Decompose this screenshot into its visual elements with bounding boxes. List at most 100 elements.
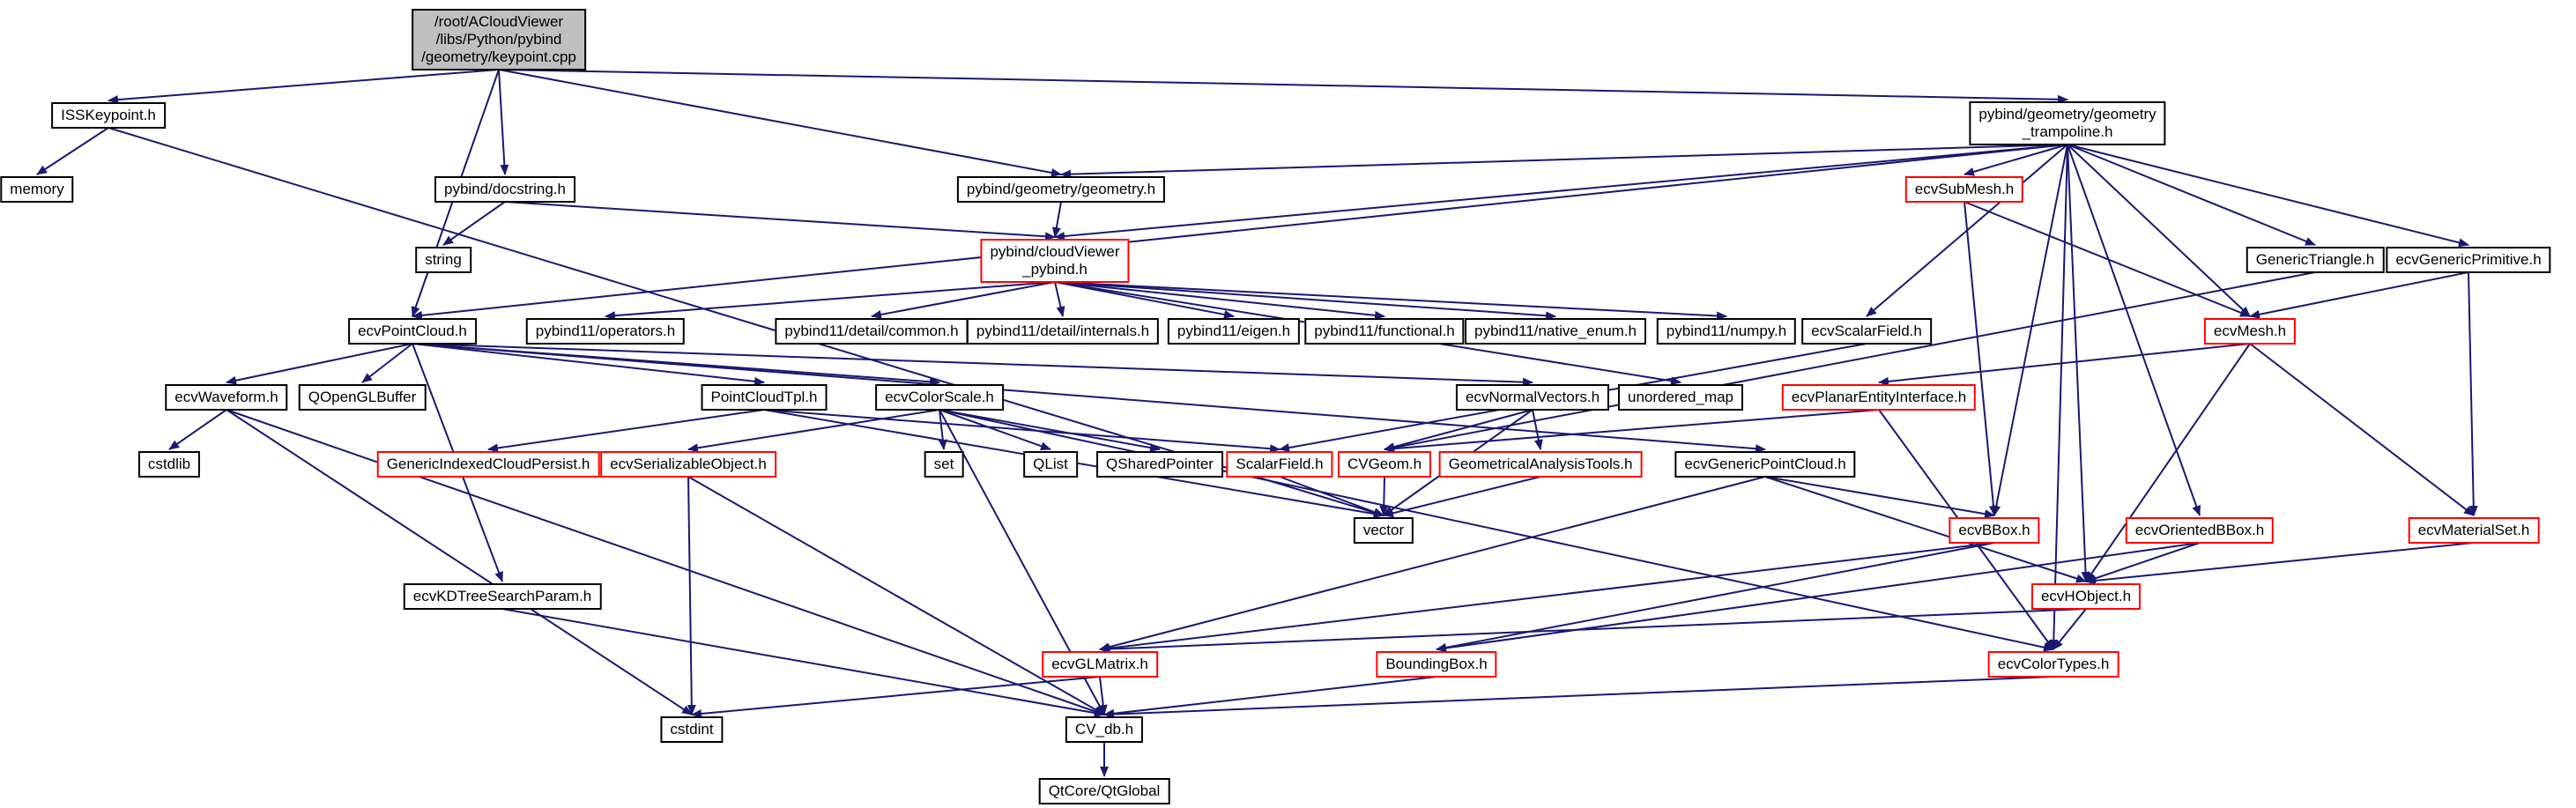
- node-cvgeom[interactable]: CVGeom.h: [1337, 451, 1432, 478]
- include-edge-trampoline-to-pybind: [1054, 144, 2068, 241]
- node-native_enum[interactable]: pybind11/native_enum.h: [1465, 318, 1646, 345]
- node-isskeypoint[interactable]: ISSKeypoint.h: [51, 102, 166, 129]
- include-edge-genericpointcloud-to-glmatrix: [1099, 476, 1766, 652]
- include-edge-isskeypoint-to-vector: [108, 127, 1385, 517]
- node-colortypes[interactable]: ecvColorTypes.h: [1987, 651, 2119, 678]
- node-bbox[interactable]: ecvBBox.h: [1949, 517, 2040, 544]
- node-memory[interactable]: memory: [0, 176, 74, 203]
- include-edge-keypoint_cpp-to-docstring: [498, 69, 509, 175]
- include-edge-boundingbox-to-cvdb: [1103, 676, 1437, 718]
- node-functional[interactable]: pybind11/functional.h: [1304, 318, 1465, 345]
- node-geomtools[interactable]: GeometricalAnalysisTools.h: [1438, 451, 1643, 478]
- include-edge-trampoline-to-ecvsubmesh: [1964, 144, 2068, 176]
- node-pointcloudtpl[interactable]: PointCloudTpl.h: [701, 384, 828, 411]
- node-vector[interactable]: vector: [1353, 517, 1414, 544]
- include-edge-pybind-to-common: [871, 281, 1056, 319]
- include-edge-trampoline-to-genericprimitive: [2067, 144, 2469, 248]
- include-edge-genericprimitive-to-mesh: [2249, 271, 2469, 319]
- include-edge-docstring-to-string: [442, 201, 506, 246]
- include-edge-bbox-to-glmatrix: [1099, 542, 1995, 653]
- include-edge-mesh-to-hobject: [2085, 343, 2251, 582]
- node-scalarfield[interactable]: ScalarField.h: [1226, 451, 1333, 478]
- node-cstdint[interactable]: cstdint: [660, 716, 724, 743]
- node-kdtree[interactable]: ecvKDTreeSearchParam.h: [403, 583, 602, 610]
- include-edge-orientedbbox-to-hobject: [2085, 542, 2201, 583]
- include-edge-genericprimitive-to-materialset: [2468, 271, 2478, 516]
- node-glmatrix[interactable]: ecvGLMatrix.h: [1042, 651, 1158, 678]
- include-edge-bbox-to-boundingbox: [1436, 542, 1995, 652]
- include-edge-waveform-to-cstdlib: [168, 409, 227, 450]
- node-common[interactable]: pybind11/detail/common.h: [775, 318, 969, 345]
- include-edge-colortypes-to-cvdb: [1103, 676, 2054, 719]
- node-pointcloud[interactable]: ecvPointCloud.h: [348, 318, 477, 345]
- node-eigen[interactable]: pybind11/eigen.h: [1167, 318, 1301, 345]
- node-docstring[interactable]: pybind/docstring.h: [434, 176, 575, 203]
- node-boundingbox[interactable]: BoundingBox.h: [1376, 651, 1497, 678]
- node-cstdlib[interactable]: cstdlib: [137, 451, 201, 478]
- node-unordered_map[interactable]: unordered_map: [1617, 384, 1744, 411]
- node-set[interactable]: set: [924, 451, 964, 478]
- include-edge-pointcloud-to-pointcloudtpl: [412, 343, 765, 386]
- node-op[interactable]: pybind11/operators.h: [525, 318, 686, 345]
- include-edge-glmatrix-to-cstdint: [691, 676, 1101, 718]
- node-genericpointcloud[interactable]: ecvGenericPointCloud.h: [1674, 451, 1856, 478]
- node-materialset[interactable]: ecvMaterialSet.h: [2408, 517, 2540, 544]
- node-qopenglbuffer[interactable]: QOpenGLBuffer: [298, 384, 427, 411]
- include-edge-hobject-to-glmatrix: [1099, 608, 2087, 654]
- include-edge-materialset-to-hobject: [2085, 542, 2475, 585]
- include-edge-pointcloud-to-waveform: [226, 343, 413, 385]
- node-cvdb[interactable]: CV_db.h: [1065, 716, 1144, 743]
- include-edge-genericpointcloud-to-hobject: [1764, 476, 2087, 583]
- node-qsharedpointer[interactable]: QSharedPointer: [1096, 451, 1223, 478]
- node-pybind[interactable]: pybind/cloudViewer _pybind.h: [980, 239, 1130, 283]
- node-numpy[interactable]: pybind11/numpy.h: [1656, 318, 1797, 345]
- include-edge-pybind-to-native_enum: [1054, 281, 1556, 321]
- include-edge-generictriangle-to-cvgeom: [1384, 271, 2316, 452]
- include-edge-glmatrix-to-cvdb: [1098, 676, 1108, 715]
- include-edge-pybind-to-eigen: [1054, 281, 1235, 319]
- include-edge-geomtools-to-vector: [1383, 476, 1541, 518]
- include-edge-keypoint_cpp-to-isskeypoint: [108, 69, 500, 105]
- node-qtglobal[interactable]: QtCore/QtGlobal: [1038, 778, 1170, 804]
- include-edge-pybind-to-op: [605, 281, 1056, 321]
- include-edge-mesh-to-planarentity: [1878, 343, 2251, 386]
- node-internals[interactable]: pybind11/detail/internals.h: [966, 318, 1160, 345]
- include-edge-normalvectors-to-cvgeom: [1384, 409, 1533, 451]
- node-waveform[interactable]: ecvWaveform.h: [165, 384, 288, 411]
- node-planarentity[interactable]: ecvPlanarEntityInterface.h: [1781, 384, 1977, 411]
- node-string[interactable]: string: [415, 247, 471, 273]
- node-genericindexed[interactable]: GenericIndexedCloudPersist.h: [376, 451, 600, 478]
- node-ecvsubmesh[interactable]: ecvSubMesh.h: [1904, 176, 2024, 203]
- include-edge-pybind-to-numpy: [1054, 281, 1727, 321]
- include-edge-trampoline-to-geometry: [1060, 144, 2068, 179]
- include-edge-pointcloudtpl-to-scalarfield: [763, 409, 1281, 454]
- node-orientedbbox[interactable]: ecvOrientedBBox.h: [2125, 517, 2275, 544]
- node-serializable[interactable]: ecvSerializableObject.h: [600, 451, 776, 478]
- node-qlist[interactable]: QList: [1023, 451, 1078, 478]
- include-edge-isskeypoint-to-memory: [36, 127, 109, 175]
- include-edge-serializable-to-cvdb: [687, 476, 1105, 715]
- node-genericprimitive[interactable]: ecvGenericPrimitive.h: [2386, 247, 2551, 273]
- include-edge-waveform-to-cstdint: [226, 409, 693, 715]
- include-edge-trampoline-to-generictriangle: [2067, 144, 2316, 246]
- include-edge-pointcloud-to-genericpointcloud: [412, 343, 1766, 454]
- include-edge-scalarfield-to-vector: [1279, 476, 1385, 516]
- node-hobject[interactable]: ecvHObject.h: [2030, 583, 2142, 610]
- node-normalvectors[interactable]: ecvNormalVectors.h: [1455, 384, 1610, 411]
- include-edge-docstring-to-pybind: [504, 201, 1056, 241]
- node-keypoint_cpp[interactable]: /root/ACloudViewer /libs/Python/pybind /…: [412, 9, 586, 70]
- include-edge-colorscale-to-serializable: [687, 409, 940, 453]
- node-geometry[interactable]: pybind/geometry/geometry.h: [956, 176, 1166, 203]
- include-edge-trampoline-to-colortypes: [2049, 144, 2068, 650]
- node-scalarfield_ecv[interactable]: ecvScalarField.h: [1801, 318, 1932, 345]
- node-mesh[interactable]: ecvMesh.h: [2203, 318, 2297, 345]
- include-edge-planarentity-to-cvgeom: [1384, 409, 1880, 454]
- include-edge-ecvsubmesh-to-bbox: [1964, 201, 1998, 516]
- include-edge-orientedbbox-to-boundingbox: [1436, 542, 2201, 653]
- include-edge-pybind-to-functional: [1054, 281, 1385, 320]
- node-generictriangle[interactable]: GenericTriangle.h: [2246, 247, 2385, 273]
- include-edge-trampoline-to-orientedbbox: [2067, 144, 2201, 516]
- node-colorscale[interactable]: ecvColorScale.h: [875, 384, 1004, 411]
- node-trampoline[interactable]: pybind/geometry/geometry _trampoline.h: [1969, 101, 2166, 145]
